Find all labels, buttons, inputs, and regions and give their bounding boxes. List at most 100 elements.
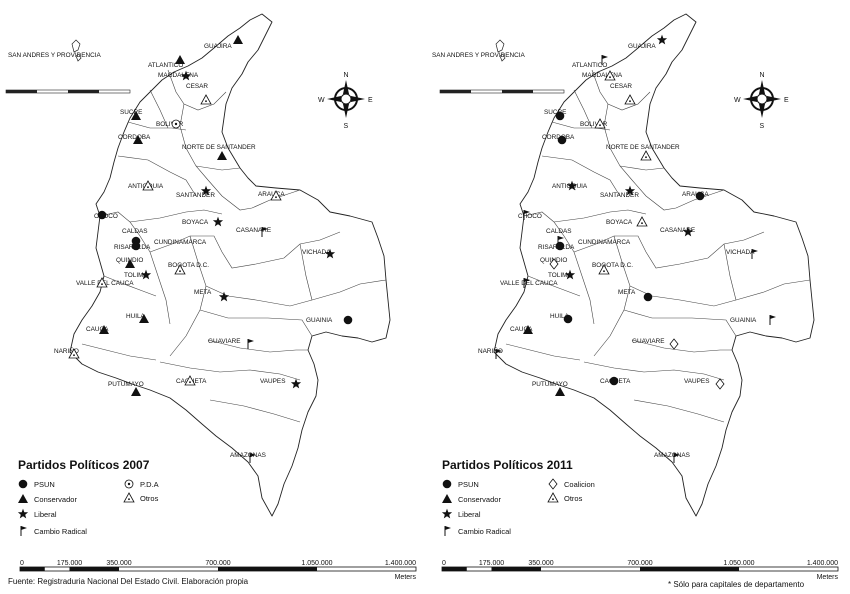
star-symbol-icon xyxy=(17,508,29,519)
triangle-symbol-icon xyxy=(523,325,533,334)
star-symbol-icon xyxy=(324,248,336,259)
flag-symbol-icon xyxy=(249,453,256,463)
triangle-open-symbol-icon xyxy=(636,216,648,227)
map-layer-2011: SAN ANDRES Y PROVIDENCIAGUAJIRAATLANTICO… xyxy=(432,34,776,463)
legend-label: Cambio Radical xyxy=(34,527,87,536)
region-label: BOLIVAR xyxy=(156,121,184,128)
scale-unit-label: Meters xyxy=(395,574,417,581)
circle-dot-symbol-icon xyxy=(171,119,181,129)
legend-2011: Partidos Políticos 2011PSUNConservadorLi… xyxy=(441,458,595,536)
diamond-symbol-icon xyxy=(548,478,558,490)
region-label: CASANARE xyxy=(660,227,695,234)
compass-w-label: W xyxy=(318,97,325,104)
triangle-symbol-icon xyxy=(442,494,452,503)
compass-s-label: S xyxy=(344,123,349,130)
dot-symbol-icon xyxy=(131,241,141,251)
region-label: BOGOTA D.C. xyxy=(168,262,209,269)
region-label: CESAR xyxy=(610,83,632,90)
region-label: BOYACA xyxy=(606,219,633,226)
region-label: ATLANTICO xyxy=(572,62,607,69)
islands xyxy=(71,39,82,62)
region-label: META xyxy=(194,289,212,296)
region-label: VALLE DEL CAUCA xyxy=(500,280,558,287)
triangle-open-symbol-icon xyxy=(270,190,282,201)
triangle-open-symbol-icon xyxy=(200,94,212,105)
region-label: MAGDALENA xyxy=(582,72,623,79)
region-label: HUILA xyxy=(126,313,146,320)
region-label: VAUPES xyxy=(684,378,709,385)
star-symbol-icon xyxy=(290,378,302,389)
region-label: SANTANDER xyxy=(176,192,215,199)
triangle-open-symbol-icon xyxy=(142,180,154,191)
map-2007 xyxy=(69,13,391,517)
region-label: ARAUCA xyxy=(682,191,709,198)
flag-symbol-icon xyxy=(751,249,758,259)
region-label: CUNDINAMARCA xyxy=(578,239,631,246)
region-label: ARAUCA xyxy=(258,191,285,198)
circle-dot-symbol-icon xyxy=(124,479,134,489)
compass-s-label: S xyxy=(760,123,765,130)
region-label: SAN ANDRES Y PROVIDENCIA xyxy=(432,52,526,59)
inset-scale-bar-right xyxy=(439,89,565,94)
triangle-open-symbol-icon xyxy=(624,94,636,105)
inset-scale-bar-left xyxy=(5,89,131,94)
scale-tick-label: 0 xyxy=(442,560,446,567)
triangle-open-symbol-icon xyxy=(68,348,80,359)
region-label: CALDAS xyxy=(546,228,572,235)
dot-symbol-icon xyxy=(18,479,28,489)
compass-n-label: N xyxy=(760,72,765,79)
scale-tick-label: 700.000 xyxy=(627,560,652,567)
region-label: BOYACA xyxy=(182,219,209,226)
star-symbol-icon xyxy=(180,70,192,81)
region-label: META xyxy=(618,289,636,296)
region-label: SANTANDER xyxy=(600,192,639,199)
region-label: NARIÑO xyxy=(478,346,503,355)
region-label: GUAINIA xyxy=(730,317,757,324)
map-2011 xyxy=(493,13,815,517)
legend-label: Otros xyxy=(140,494,159,503)
triangle-symbol-icon xyxy=(555,387,565,396)
dot-symbol-icon xyxy=(695,191,705,201)
legend-label: Conservador xyxy=(458,495,501,504)
footnote: * Sólo para capitales de departamento xyxy=(668,580,805,589)
legend-2007: Partidos Políticos 2007PSUNConservadorLi… xyxy=(17,458,159,536)
triangle-symbol-icon xyxy=(175,55,185,64)
region-label: PUTUMAYO xyxy=(108,381,144,388)
triangle-symbol-icon xyxy=(125,259,135,268)
dot-symbol-icon xyxy=(557,135,567,145)
scale-tick-label: 1.050.000 xyxy=(723,560,754,567)
region-label: BOGOTA D.C. xyxy=(592,262,633,269)
star-symbol-icon xyxy=(624,185,636,196)
region-label: TOLIMA xyxy=(548,272,572,279)
region-label: SUCRE xyxy=(544,109,566,116)
legend-title: Partidos Políticos 2011 xyxy=(442,458,573,472)
legend-label: Otros xyxy=(564,494,583,503)
region-label: CHOCO xyxy=(518,213,542,220)
department-borders xyxy=(81,69,387,423)
dot-symbol-icon xyxy=(555,111,565,121)
dot-symbol-icon xyxy=(442,479,452,489)
scale-tick-label: 175.000 xyxy=(57,560,82,567)
triangle-open-symbol-icon xyxy=(123,492,135,503)
flag-symbol-icon xyxy=(523,278,530,288)
flag-symbol-icon xyxy=(495,349,502,359)
star-symbol-icon xyxy=(564,269,576,280)
flag-symbol-icon xyxy=(247,339,254,349)
triangle-open-symbol-icon xyxy=(594,118,606,129)
scale-tick-label: 1.400.000 xyxy=(385,560,416,567)
triangle-symbol-icon xyxy=(133,135,143,144)
region-label: BOLIVAR xyxy=(580,121,608,128)
region-label: VICHADA xyxy=(302,249,331,256)
region-label: CAUCA xyxy=(510,326,533,333)
scale-tick-label: 700.000 xyxy=(205,560,230,567)
region-label: AMAZONAS xyxy=(654,452,690,459)
triangle-symbol-icon xyxy=(99,325,109,334)
triangle-symbol-icon xyxy=(217,151,227,160)
region-label: TOLIMA xyxy=(124,272,148,279)
dot-symbol-icon xyxy=(609,376,619,386)
triangle-symbol-icon xyxy=(233,35,243,44)
triangle-symbol-icon xyxy=(139,314,149,323)
triangle-open-symbol-icon xyxy=(640,150,652,161)
